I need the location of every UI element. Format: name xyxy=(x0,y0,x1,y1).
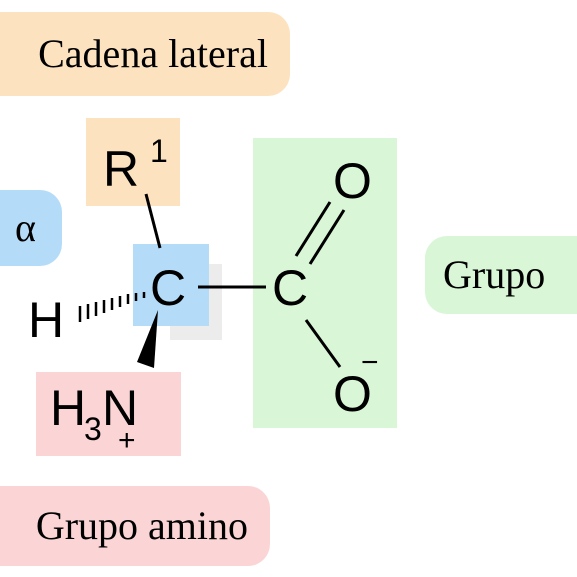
r-group-atom: R xyxy=(103,141,139,197)
r-group-superscript: 1 xyxy=(150,133,168,169)
amino-group-label-text: Grupo amino xyxy=(35,503,248,548)
carboxyl-group-label-text: Grupo xyxy=(443,252,546,297)
bond-carbonyl-2 xyxy=(308,209,346,265)
alpha-carbon-highlight xyxy=(133,244,209,326)
bond-alpha-r xyxy=(144,193,162,249)
hash-bond-hydrogen xyxy=(78,292,146,322)
side-chain-label-text: Cadena lateral xyxy=(38,31,268,76)
alpha-carbon-label: α xyxy=(0,190,62,266)
amine-charge: + xyxy=(118,424,136,457)
wedge-bond-amine xyxy=(137,310,158,368)
alpha-carbon-atom: C xyxy=(150,260,186,316)
amine-nitrogen-atom: N xyxy=(102,380,138,436)
side-chain-label: Cadena lateral xyxy=(0,12,290,96)
oxygen-single-atom: O xyxy=(333,366,372,422)
amine-highlight xyxy=(36,372,181,456)
carboxyl-carbon-atom: C xyxy=(272,260,308,316)
bond-carbonyl-1 xyxy=(294,201,332,257)
amine-subscript: 3 xyxy=(84,411,102,447)
carboxyl-highlight xyxy=(253,138,397,428)
alpha-label-text: α xyxy=(15,205,36,250)
r-group-highlight xyxy=(86,118,180,206)
bond-carboxylate xyxy=(304,319,342,368)
oxygen-charge: − xyxy=(361,346,379,379)
oxygen-double-atom: O xyxy=(333,153,372,209)
amino-group-label: Grupo amino xyxy=(0,486,270,566)
amine-hydrogen-atom: H xyxy=(50,380,86,436)
hydrogen-atom: H xyxy=(28,292,64,348)
carboxyl-group-label: Grupo xyxy=(425,236,577,314)
